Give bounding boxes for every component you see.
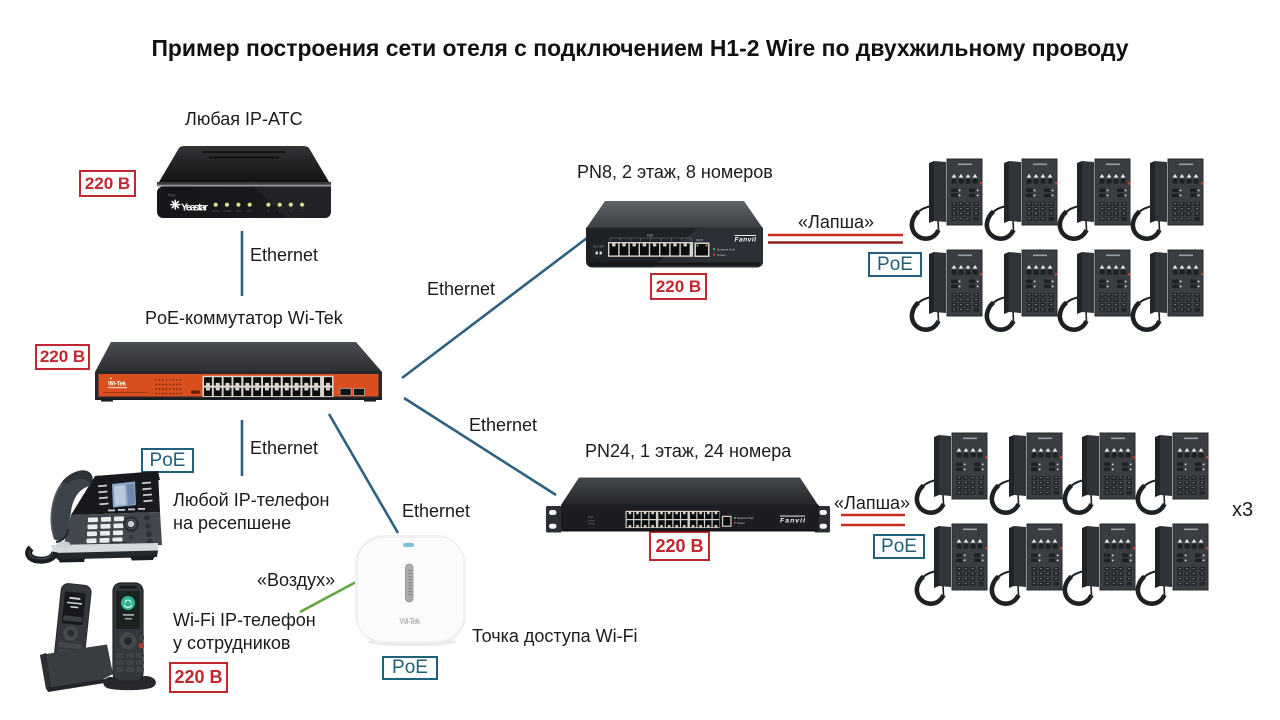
svg-text:Network PoE: Network PoE — [717, 248, 735, 252]
svg-text:Fanvil: Fanvil — [780, 518, 805, 525]
svg-text:WAN: WAN — [696, 238, 703, 242]
svg-text:Wi-Tek: Wi-Tek — [400, 616, 421, 626]
svg-text:Fanvil: Fanvil — [735, 237, 757, 244]
svg-text:Yeastar: Yeastar — [181, 202, 208, 214]
svg-text:Wi-Tek: Wi-Tek — [108, 382, 127, 388]
svg-text:PoE: PoE — [588, 515, 593, 519]
svg-text:Power: Power — [717, 253, 726, 257]
svg-text:Network PoE: Network PoE — [737, 516, 753, 520]
svg-text:PoE: PoE — [647, 234, 653, 238]
svg-text:Power: Power — [737, 521, 745, 525]
svg-text:ON OFF: ON OFF — [593, 245, 604, 249]
svg-text:P520: P520 — [168, 194, 176, 198]
